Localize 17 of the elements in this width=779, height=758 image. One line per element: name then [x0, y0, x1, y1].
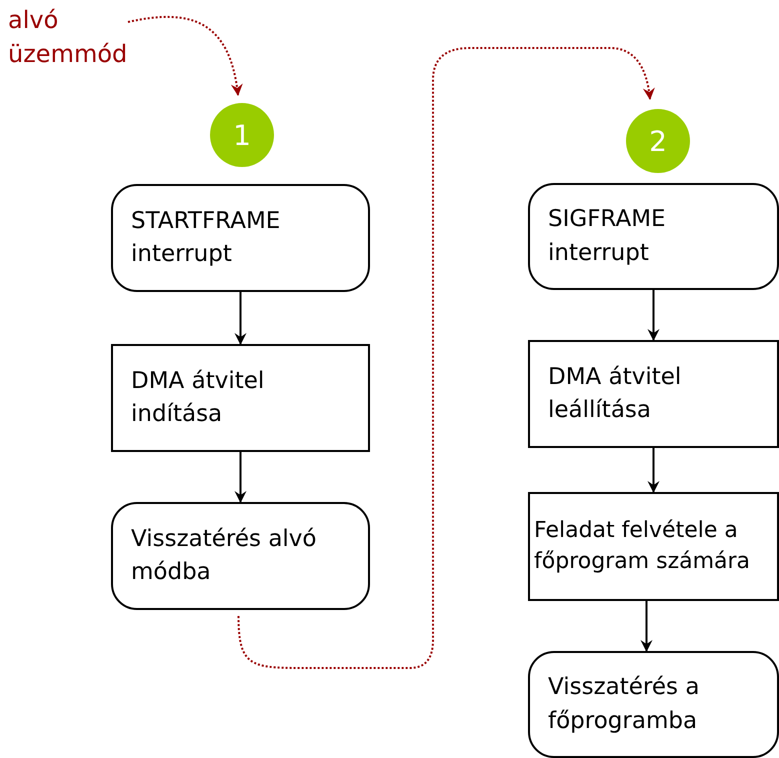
process-box: Visszatérés a főprogramba	[528, 651, 779, 758]
process-box: SIGFRAME interrupt	[528, 183, 779, 290]
step-number-circle: 2	[626, 109, 690, 173]
arrow	[648, 290, 660, 341]
process-box: Feladat felvétele a főprogram számára	[528, 492, 779, 601]
arrow	[234, 292, 246, 345]
process-box: DMA átvitel leállítása	[528, 340, 779, 448]
process-box: Visszatérés alvó módba	[111, 502, 370, 610]
process-box: STARTFRAME interrupt	[111, 184, 370, 292]
step-number-circle: 1	[210, 103, 274, 167]
arrow	[234, 452, 246, 503]
arrow	[648, 448, 660, 493]
arrow	[640, 601, 652, 652]
process-box: DMA átvitel indítása	[111, 344, 370, 452]
sleep-mode-label: alvó üzemmód	[8, 4, 158, 74]
dotted-arrow	[238, 47, 655, 669]
dotted-arrow	[128, 16, 242, 96]
